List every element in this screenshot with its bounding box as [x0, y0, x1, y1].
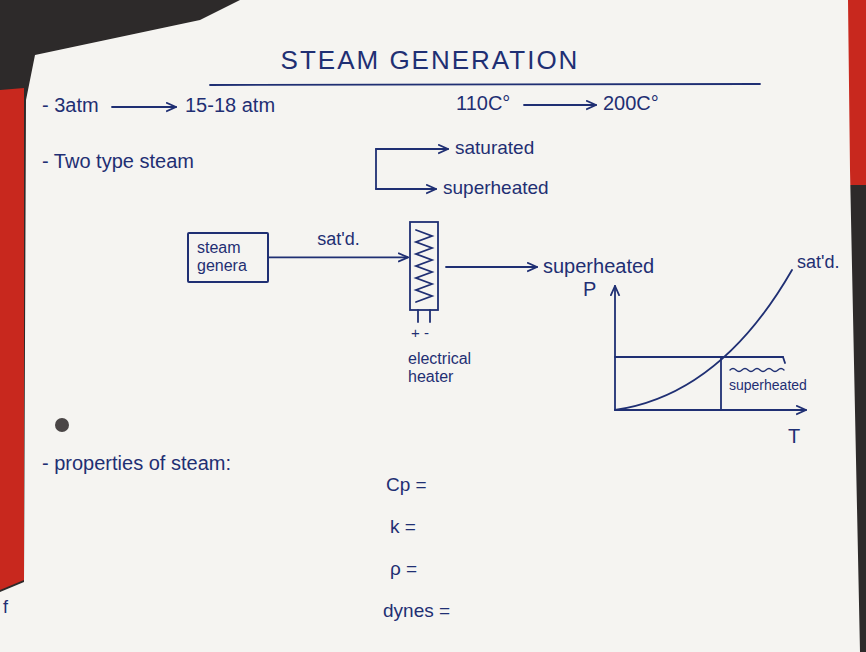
handwritten-note: 15-18 atm	[185, 94, 275, 117]
note-wrap: superheated	[543, 255, 654, 278]
note-wrap: 200C°	[603, 92, 659, 115]
red-cover	[0, 88, 24, 590]
pressure-arrow	[112, 106, 176, 108]
heater-wire	[417, 310, 419, 322]
handwritten-note: 110C°	[456, 92, 510, 115]
handwritten-note: 200C°	[603, 92, 659, 115]
handwritten-note: - Two type steam	[42, 150, 194, 173]
note-wrap: ρ =	[390, 558, 417, 580]
note-wrap: - 3atm	[42, 94, 99, 117]
heater-coil	[416, 230, 432, 302]
title-underline	[210, 84, 760, 85]
note-wrap: superheated	[729, 377, 807, 393]
note-wrap: P	[583, 278, 596, 301]
note-wrap: k =	[390, 516, 416, 538]
node-text: electrical heater	[408, 350, 488, 387]
note-wrap: 110C°	[456, 92, 510, 115]
bracket-line	[375, 149, 377, 189]
handwritten-note: + -	[411, 324, 429, 341]
temperature-arrow	[524, 104, 596, 106]
note-wrap: - properties of steam:	[42, 452, 231, 475]
note-wrap: sat'd.	[797, 252, 839, 273]
p-axis	[614, 286, 616, 410]
handwritten-note: sat'd.	[797, 252, 839, 273]
handwritten-note: saturated	[455, 137, 534, 159]
handwritten-note: k =	[390, 516, 416, 538]
note-wrap: f	[3, 597, 8, 618]
edge-label: sat'd.	[315, 229, 361, 250]
note-wrap: + -	[411, 324, 429, 341]
handwritten-note: f	[3, 597, 8, 618]
note-wrap: 15-18 atm	[185, 94, 275, 117]
handwritten-note: Cp =	[386, 474, 427, 496]
punch-hole	[55, 418, 69, 432]
bracket-arrow	[376, 188, 436, 190]
note-wrap: saturated	[455, 137, 534, 159]
saturation-temperature-line	[720, 357, 722, 410]
handwritten-note: ρ =	[390, 558, 417, 580]
handwritten-note: superheated	[729, 377, 807, 393]
flow-arrow	[269, 256, 408, 258]
handwritten-note: - 3atm	[42, 94, 99, 117]
handwritten-note: T	[788, 425, 800, 448]
handwritten-note: dynes =	[383, 600, 450, 622]
handwritten-note: superheated	[543, 255, 654, 278]
heater-wire	[429, 310, 431, 322]
process-box: steam genera	[187, 232, 269, 283]
heater-outline	[410, 222, 438, 310]
pressure-line	[615, 356, 783, 358]
handwritten-note: superheated	[443, 177, 549, 199]
note-wrap: T	[788, 425, 800, 448]
title-wrap: STEAM GENERATION	[230, 46, 630, 76]
note-wrap: superheated	[443, 177, 549, 199]
outlet-arrow	[446, 266, 537, 268]
note-wrap: dynes =	[383, 600, 450, 622]
edge-label-wrap: sat'd.	[315, 229, 361, 250]
region-hatch	[730, 369, 784, 372]
handwritten-note: - properties of steam:	[42, 452, 231, 475]
t-axis	[615, 409, 806, 411]
pressure-line	[783, 357, 785, 363]
bracket-arrow	[376, 148, 448, 150]
ink-strokes	[112, 84, 806, 410]
note-wrap: Cp =	[386, 474, 427, 496]
node-text: steam genera	[197, 239, 259, 276]
page-title: STEAM GENERATION	[230, 46, 630, 76]
heater-element: electrical heater	[408, 222, 488, 387]
handwritten-note: P	[583, 278, 596, 301]
note-wrap: - Two type steam	[42, 150, 194, 173]
